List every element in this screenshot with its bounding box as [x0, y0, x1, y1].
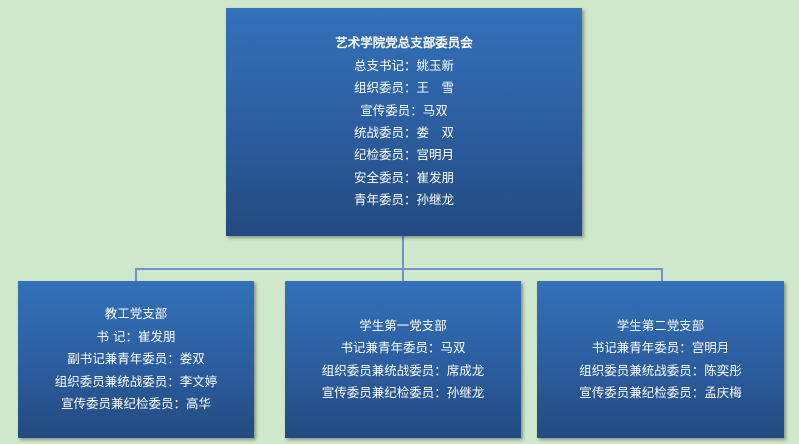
branch-title: 教工党支部: [104, 306, 168, 322]
branch-member: 组织委员兼统战委员：席成龙: [321, 362, 485, 378]
branch-member: 副书记兼青年委员：娄双: [67, 351, 205, 367]
committee-box: 艺术学院党总支部委员会 总支书记：姚玉新 组织委员：王 雪 宣传委员：马双 统战…: [226, 8, 582, 236]
committee-member: 统战委员：娄 双: [353, 125, 454, 140]
branch-member: 书记兼青年委员：马双: [340, 340, 466, 356]
branch-member: 书记兼青年委员：宫明月: [591, 340, 730, 356]
branch-box-student-1: 学生第一党支部 书记兼青年委员：马双 组织委员兼统战委员：席成龙 宣传委员兼纪检…: [285, 281, 521, 438]
branch-title: 学生第一党支部: [359, 317, 447, 333]
branch-member: 书 记：崔发朋: [96, 328, 176, 344]
connector-trunk: [402, 236, 404, 270]
committee-member: 宣传委员：马双: [360, 102, 448, 118]
connector-left: [135, 268, 137, 281]
branch-member: 组织委员兼统战委员：陈奕彤: [579, 362, 742, 378]
connector-bar: [135, 268, 663, 270]
committee-title: 艺术学院党总支部委员会: [335, 35, 473, 51]
committee-member: 组织委员：王 雪: [353, 80, 454, 96]
committee-member: 安全委员：崔发朋: [353, 169, 454, 185]
branch-box-faculty: 教工党支部 书 记：崔发朋 副书记兼青年委员：娄双 组织委员兼统战委员：李文婷 …: [18, 281, 254, 438]
committee-member: 青年委员：孙继龙: [353, 192, 454, 208]
branch-box-student-2: 学生第二党支部 书记兼青年委员：宫明月 组织委员兼统战委员：陈奕彤 宣传委员兼纪…: [537, 281, 784, 438]
branch-member: 宣传委员兼纪检委员：孟庆梅: [579, 384, 742, 400]
connector-middle: [402, 268, 404, 281]
connector-right: [661, 268, 663, 281]
branch-title: 学生第二党支部: [616, 317, 705, 333]
branch-member: 组织委员兼统战委员：李文婷: [54, 373, 218, 389]
branch-member: 宣传委员兼纪检委员：孙继龙: [321, 384, 485, 400]
committee-member: 纪检委员：宫明月: [353, 147, 454, 163]
committee-member: 总支书记：姚玉新: [353, 57, 454, 73]
branch-member: 宣传委员兼纪检委员：高华: [60, 396, 211, 412]
